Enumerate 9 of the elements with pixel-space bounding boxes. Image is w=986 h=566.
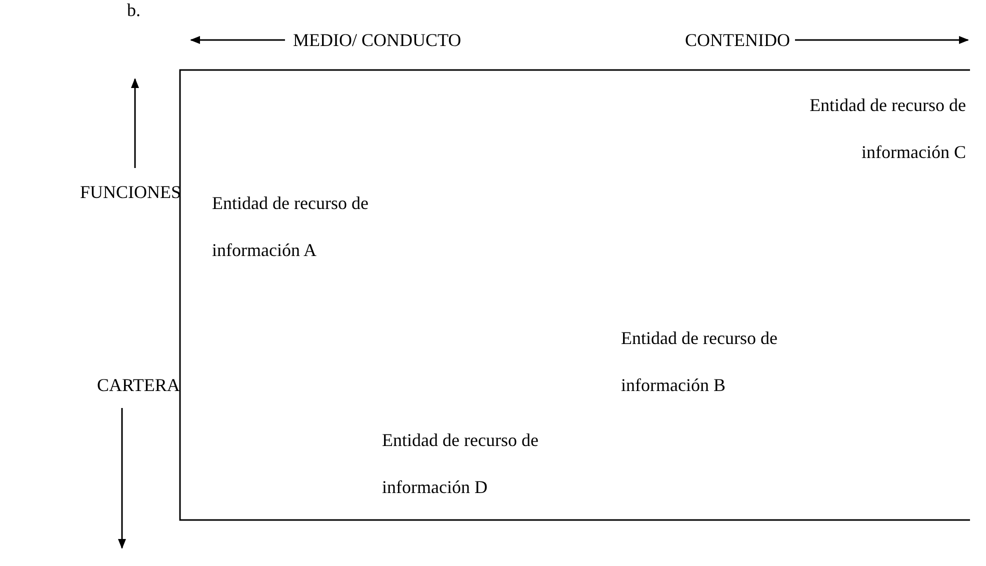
axis-label: CONTENIDO: [685, 29, 790, 51]
axis-label: MEDIO/ CONDUCTO: [293, 29, 462, 51]
entity-label: Entidad de recurso de información B: [621, 327, 778, 397]
axis-label: FUNCIONES: [80, 181, 182, 203]
panel-label: b.: [127, 0, 140, 21]
entity-label: Entidad de recurso de información C: [808, 94, 966, 164]
entity-label: Entidad de recurso de información A: [212, 192, 370, 262]
axis-label: CARTERA: [97, 374, 180, 396]
entity-label: Entidad de recurso de información D: [382, 429, 540, 499]
